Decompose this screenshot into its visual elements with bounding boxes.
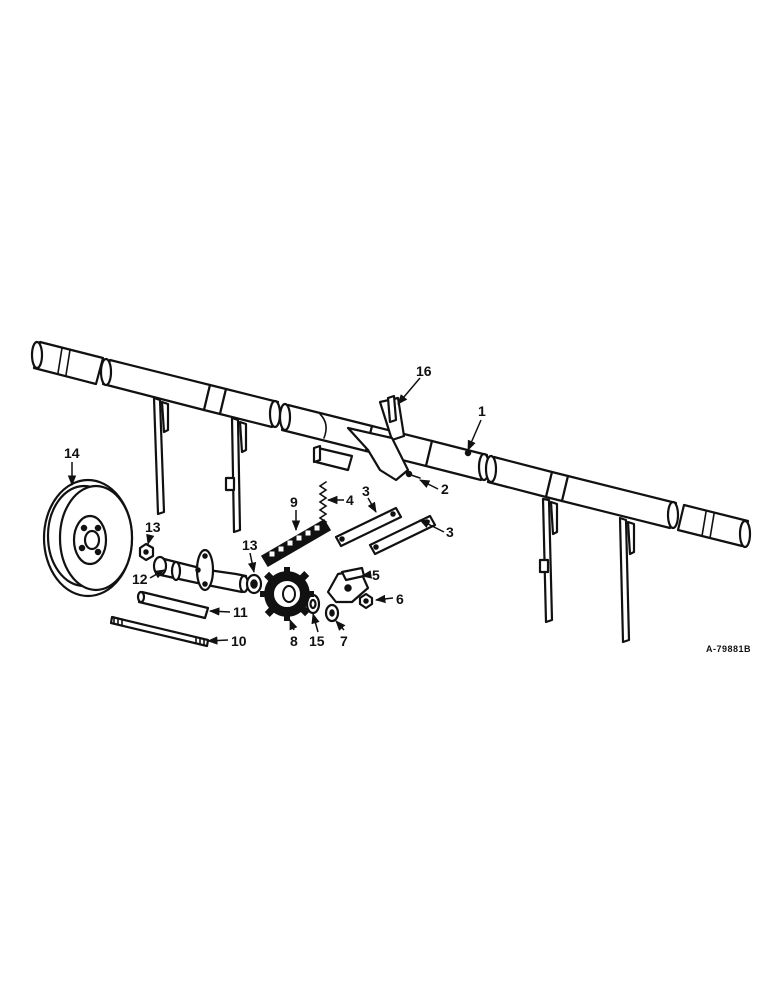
callout-13-right: 13 (242, 537, 258, 553)
leader-lines (67, 377, 482, 645)
callout-3-upper: 3 (362, 483, 370, 499)
hub-nuts (138, 542, 263, 595)
callout-4: 4 (346, 492, 354, 508)
callout-14: 14 (64, 445, 80, 461)
callout-11: 11 (233, 604, 248, 620)
callout-8: 8 (290, 633, 298, 649)
hitch-bracket (312, 394, 410, 482)
sprocket (260, 567, 314, 621)
hanger-legs (152, 396, 636, 644)
rod-part (109, 615, 210, 648)
callout-5: 5 (372, 567, 380, 583)
callout-labels: 1 2 3 3 4 5 6 7 8 9 10 11 12 13 13 14 15… (64, 363, 486, 649)
reference-code: A-79881B (706, 644, 751, 654)
axle-tube-assembly (30, 340, 752, 549)
callout-15: 15 (309, 633, 325, 649)
callout-10: 10 (231, 633, 247, 649)
wheel-rim (42, 478, 134, 598)
roller-chain (260, 518, 332, 568)
nut-part (358, 592, 374, 610)
axle-shaft (136, 590, 210, 620)
callout-6: 6 (396, 591, 404, 607)
callout-12: 12 (132, 571, 148, 587)
callout-16: 16 (416, 363, 432, 379)
callout-1: 1 (478, 403, 486, 419)
callout-13-left: 13 (145, 519, 161, 535)
pin-part (405, 470, 421, 479)
bearing-bracket (326, 566, 370, 604)
wheel-hub (152, 548, 250, 594)
callout-9: 9 (290, 494, 298, 510)
callout-7: 7 (340, 633, 348, 649)
callout-3-lower: 3 (446, 524, 454, 540)
callout-2: 2 (441, 481, 449, 497)
straps (334, 506, 437, 556)
